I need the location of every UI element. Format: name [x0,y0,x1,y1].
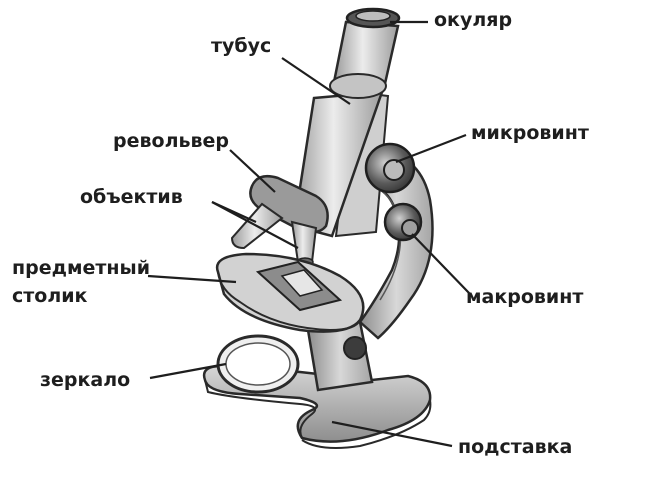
leader-tubus [281,57,351,105]
mirror-inner [225,342,291,386]
label-podstavka: подставка [458,436,573,458]
fine-focus-knob-cap [383,159,405,181]
label-predmetny-1: предметный [12,257,151,279]
tube-collar [329,73,387,99]
objective-center [290,220,318,263]
label-revolver: револьвер [113,130,230,152]
label-obektiv: объектив [80,186,183,208]
leader-lines [147,20,471,448]
coarse-focus-knob-cap [401,219,419,237]
stage-slide-clip [280,269,324,297]
leader-predmetny [147,274,237,284]
label-predmetny-2: столик [12,285,88,307]
leader-zerkalo [149,362,227,380]
pillar-screw [343,336,367,360]
leader-mikrovint [395,133,467,164]
leader-revolver [229,149,276,193]
label-mikrovint: микровинт [471,122,589,144]
label-makrovint: макровинт [466,286,584,308]
revolver [249,175,329,234]
leader-podstavka [331,420,453,448]
stage-edge [217,271,361,332]
label-tubus: тубус [211,35,272,57]
base-front-edge [204,379,316,439]
label-zerkalo: зеркало [40,369,131,391]
leader-obektiv-2 [211,201,299,249]
label-okular: окуляр [434,9,513,31]
leader-makrovint [411,233,471,295]
eyepiece-lens [355,10,391,22]
